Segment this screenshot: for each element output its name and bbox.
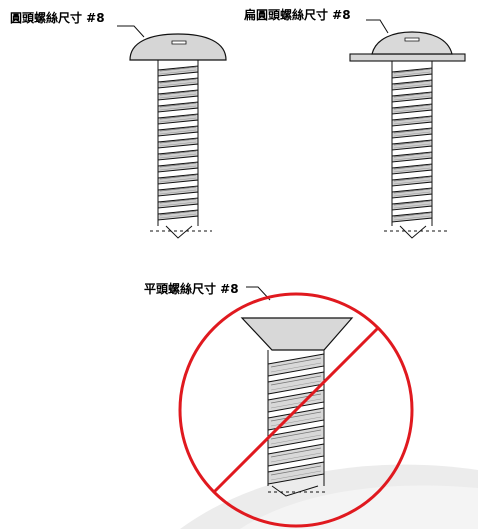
truss-head-screw [349,19,466,239]
prohibition-icon [178,292,414,528]
flat-head-screw [240,286,354,497]
flat-head-screw-label: 平頭螺絲尺寸 #8 [144,282,239,296]
truss-head-screw-label: 扁圓頭螺絲尺寸 #8 [244,8,351,22]
round-head-screw-label: 圓頭螺絲尺寸 #8 [10,11,105,25]
round-head-screw [117,25,227,239]
